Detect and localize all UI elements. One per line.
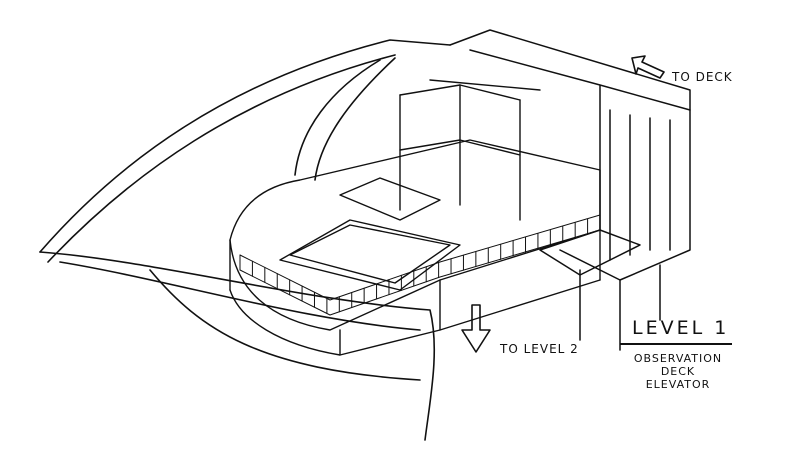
level-title: LEVEL 1 <box>632 317 730 339</box>
to-deck-label: TO DECK <box>672 70 733 84</box>
subtitle-line: ELEVATOR <box>645 378 711 391</box>
arrow-to-level-2-icon <box>461 304 491 353</box>
arrow-to-deck-icon <box>631 55 665 79</box>
tower <box>449 29 691 351</box>
to-level-2-label: TO LEVEL 2 <box>500 342 579 356</box>
roof-arches <box>39 39 451 441</box>
cabin-body <box>229 139 601 356</box>
subtitle-line: OBSERVATION <box>633 352 723 365</box>
shaft-frame <box>399 79 541 221</box>
title-underline <box>620 343 732 345</box>
subtitle: OBSERVATION DECK ELEVATOR <box>628 352 728 391</box>
subtitle-line: DECK <box>660 365 696 378</box>
